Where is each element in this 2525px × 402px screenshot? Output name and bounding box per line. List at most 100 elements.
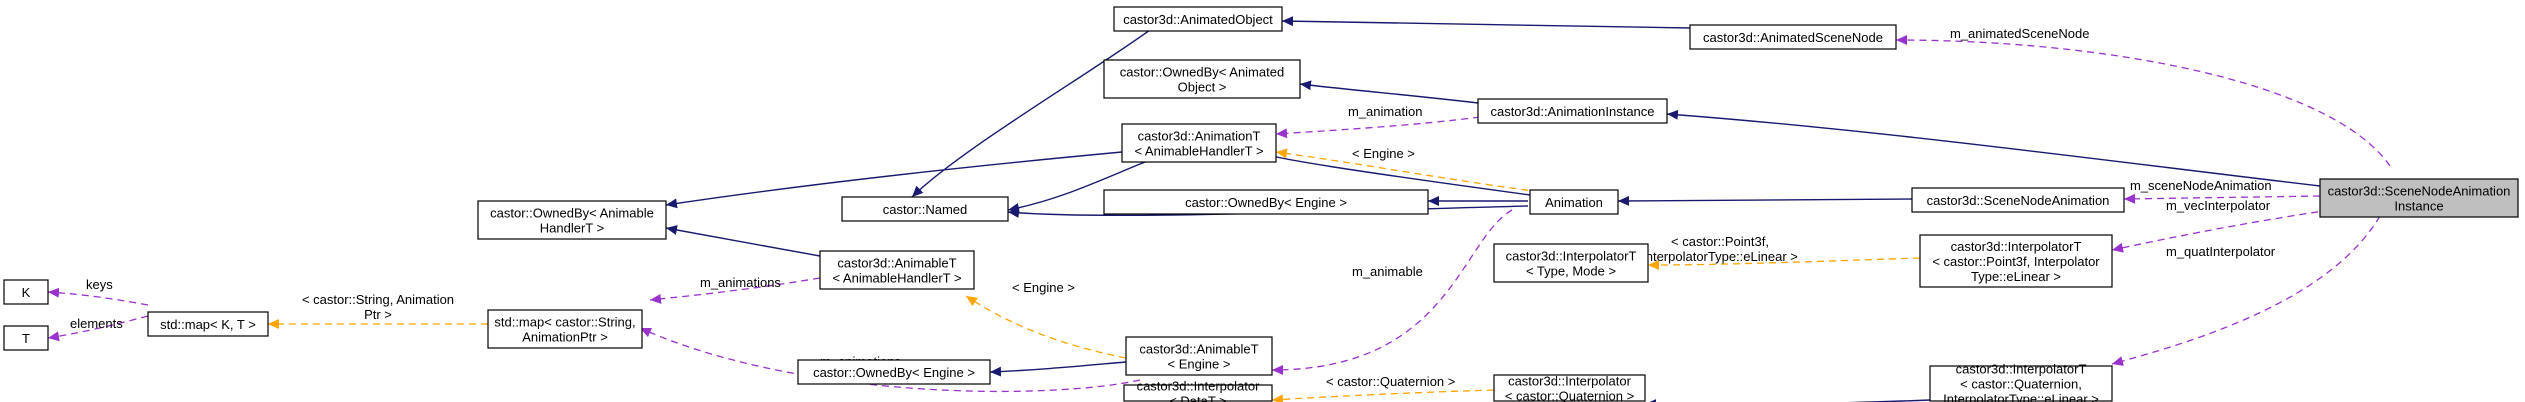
edge-label-m-quat-interpolator: m_quatInterpolator bbox=[2166, 244, 2276, 259]
node-box bbox=[1911, 187, 2125, 213]
node-label-line: < AnimableHandlerT > bbox=[832, 271, 961, 286]
node-box bbox=[1103, 59, 1301, 99]
node-label-line: castor3d::SceneNodeAnimation bbox=[2328, 184, 2511, 199]
node-std-map-string-animptr[interactable]: std::map< castor::String,AnimationPtr > bbox=[487, 309, 643, 349]
edge-animable-t-handler-to-owned-by bbox=[665, 225, 821, 257]
node-label-line: castor3d::AnimatedSceneNode bbox=[1703, 30, 1883, 45]
edge-scene-node-animation-usage bbox=[2123, 193, 2321, 204]
node-box bbox=[147, 311, 269, 337]
node-label-line: T bbox=[22, 331, 30, 346]
node-label-line: K bbox=[22, 285, 31, 300]
edge-label-m-animated-scene-node: m_animatedSceneNode bbox=[1950, 26, 2089, 41]
node-label-line: AnimationPtr > bbox=[522, 330, 608, 345]
node-interpolator-t-quaternion[interactable]: castor3d::InterpolatorT< castor::Quatern… bbox=[1929, 362, 2113, 402]
node-std-map-kt[interactable]: std::map< K, T > bbox=[147, 311, 269, 337]
edge-animation-t-to-owned-by-handler bbox=[665, 151, 1123, 209]
node-label-line: Animation bbox=[1545, 195, 1603, 210]
node-box bbox=[1121, 123, 1277, 163]
edge-point3f-template bbox=[1647, 257, 1921, 270]
edge-quaternion-template bbox=[1271, 389, 1495, 402]
node-label-line: castor3d::AnimableT bbox=[837, 256, 956, 271]
edge-label-m-animable: m_animable bbox=[1352, 264, 1423, 279]
node-label-line: InterpolatorType::eLinear > bbox=[1943, 392, 2099, 402]
node-interpolator-t-type-mode[interactable]: castor3d::InterpolatorT< Type, Mode > bbox=[1493, 243, 1649, 283]
node-label-line: std::map< castor::String, bbox=[494, 315, 635, 330]
edge-keys-usage bbox=[47, 287, 149, 306]
node-box bbox=[841, 196, 1009, 222]
node-named[interactable]: castor::Named bbox=[841, 196, 1009, 222]
node-scene-node-animation[interactable]: castor3d::SceneNodeAnimation bbox=[1911, 187, 2125, 213]
edge-animations-2-usage bbox=[639, 327, 1141, 393]
edge-animable-usage bbox=[1271, 209, 1513, 375]
edge-animations-1-usage bbox=[649, 277, 821, 304]
node-label-line: < DataT > bbox=[1169, 394, 1227, 402]
node-label-line: < Engine > bbox=[1168, 357, 1231, 372]
edge-sna-instance-to-animation-instance bbox=[1666, 109, 2321, 187]
node-interpolator-datat[interactable]: castor3d::Interpolator< DataT > bbox=[1123, 379, 1273, 402]
node-animation-instance[interactable]: castor3d::AnimationInstance bbox=[1477, 98, 1668, 124]
edge-engine-2-template bbox=[965, 295, 1127, 359]
node-label-line: < castor::Quaternion > bbox=[1505, 389, 1634, 402]
edge-animation-t-to-named bbox=[1007, 159, 1151, 213]
node-box bbox=[1689, 24, 1897, 50]
node-animation[interactable]: Animation bbox=[1529, 189, 1619, 215]
node-box bbox=[1493, 243, 1649, 283]
node-label-line: castor3d::Interpolator bbox=[1508, 374, 1632, 389]
node-label-line: castor3d::AnimableT bbox=[1139, 342, 1258, 357]
node-animated-object[interactable]: castor3d::AnimatedObject bbox=[1113, 6, 1283, 32]
node-animated-scene-node[interactable]: castor3d::AnimatedSceneNode bbox=[1689, 24, 1897, 50]
edge-animation-instance-to-owned-by bbox=[1299, 80, 1479, 104]
edge-label-point3f-tpl: < castor::Point3f, bbox=[1671, 234, 1769, 249]
node-box bbox=[2319, 178, 2519, 218]
node-label-line: castor::OwnedBy< Animable bbox=[490, 206, 654, 221]
node-animable-t-engine[interactable]: castor3d::AnimableT< Engine > bbox=[1125, 336, 1273, 376]
node-box bbox=[1103, 189, 1429, 215]
node-box bbox=[797, 359, 991, 385]
edge-scene-node-animation-to-animation bbox=[1617, 195, 1913, 206]
node-box bbox=[1125, 336, 1273, 376]
edge-quat-interpolator-usage bbox=[2111, 215, 2381, 366]
edge-label-string-animptr-tpl: < castor::String, Animation bbox=[302, 292, 454, 307]
node-box bbox=[3, 325, 49, 351]
node-interpolator-quaternion[interactable]: castor3d::Interpolator< castor::Quaterni… bbox=[1493, 374, 1646, 402]
node-label-line: < AnimableHandlerT > bbox=[1134, 144, 1263, 159]
edge-label-m-vec-interpolator: m_vecInterpolator bbox=[2166, 198, 2271, 213]
edge-label-m-animations-1: m_animations bbox=[700, 275, 781, 290]
node-k[interactable]: K bbox=[3, 279, 49, 305]
node-label-line: Object > bbox=[1178, 80, 1227, 95]
node-box bbox=[1529, 189, 1619, 215]
node-owned-by-engine-2[interactable]: castor::OwnedBy< Engine > bbox=[797, 359, 991, 385]
node-label-line: castor3d::SceneNodeAnimation bbox=[1927, 193, 2110, 208]
edge-label-keys: keys bbox=[86, 277, 113, 292]
node-label-line: castor3d::Interpolator bbox=[1137, 379, 1261, 394]
edge-animation-instance-to-animated-object bbox=[1281, 16, 1691, 29]
edge-label-engine-1: < Engine > bbox=[1352, 146, 1415, 161]
node-owned-by-animable-handler[interactable]: castor::OwnedBy< AnimableHandlerT > bbox=[477, 200, 667, 240]
node-box bbox=[1113, 6, 1283, 32]
node-t[interactable]: T bbox=[3, 325, 49, 351]
node-label-line: < castor::Point3f, Interpolator bbox=[1932, 254, 2100, 269]
node-label-line: < Type, Mode > bbox=[1526, 264, 1616, 279]
edge-label-elements: elements bbox=[70, 316, 123, 331]
edge-animation-usage bbox=[1275, 116, 1481, 139]
edge-label-string-animptr-tpl: Ptr > bbox=[364, 307, 392, 322]
node-animation-t[interactable]: castor3d::AnimationT< AnimableHandlerT > bbox=[1121, 123, 1277, 163]
node-label-line: castor3d::InterpolatorT bbox=[1956, 362, 2087, 377]
node-owned-by-animated-object[interactable]: castor::OwnedBy< AnimatedObject > bbox=[1103, 59, 1301, 99]
edge-label-m-animation: m_animation bbox=[1348, 104, 1422, 119]
node-box bbox=[1929, 365, 2113, 402]
node-owned-by-engine-1[interactable]: castor::OwnedBy< Engine > bbox=[1103, 189, 1429, 215]
node-interpolator-t-point3f[interactable]: castor3d::InterpolatorT< castor::Point3f… bbox=[1919, 234, 2113, 288]
node-label-line: castor::OwnedBy< Animated bbox=[1120, 65, 1284, 80]
edge-animable-t-engine-to-owned-by-engine bbox=[989, 361, 1127, 377]
node-label-line: < castor::Quaternion, bbox=[1960, 377, 2082, 392]
edge-label-quaternion-tpl: < castor::Quaternion > bbox=[1326, 374, 1455, 389]
node-label-line: castor::Named bbox=[883, 202, 968, 217]
node-label-line: HandlerT > bbox=[540, 221, 604, 236]
edge-elements-usage bbox=[47, 315, 149, 342]
node-box bbox=[1477, 98, 1668, 124]
node-label-line: Instance bbox=[2394, 199, 2443, 214]
node-animable-t-handler[interactable]: castor3d::AnimableT< AnimableHandlerT > bbox=[819, 250, 975, 290]
